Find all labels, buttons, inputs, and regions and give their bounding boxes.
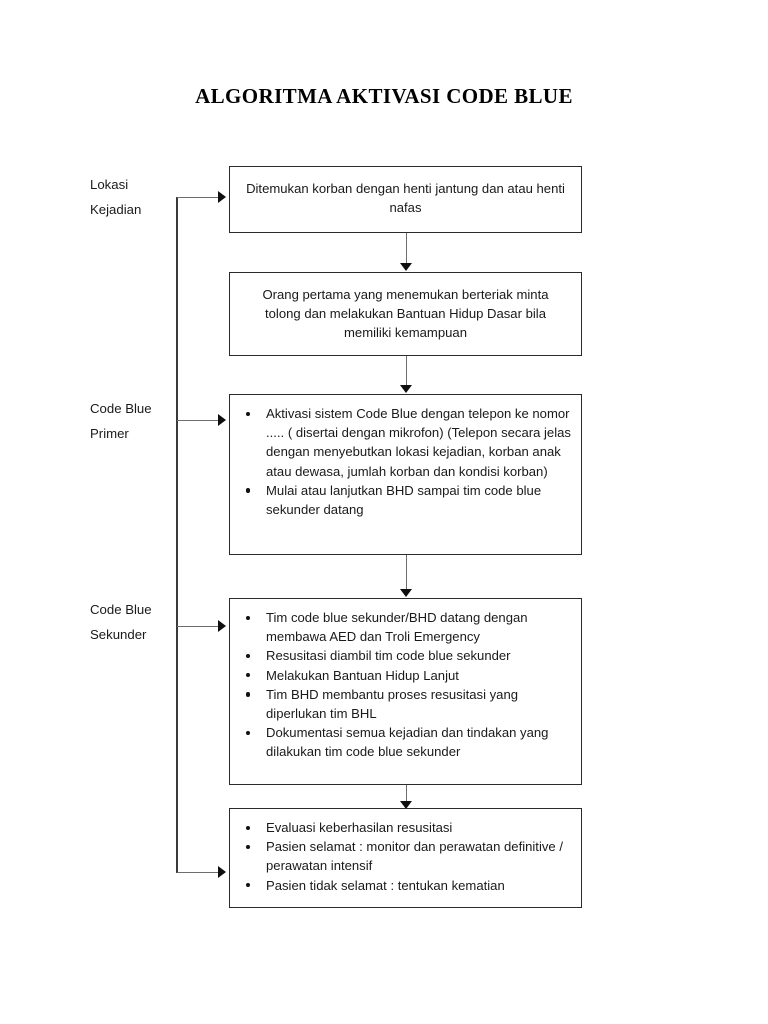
flow-box-2-text: Orang pertama yang menemukan berteriak m… <box>262 287 549 341</box>
list-item: Dokumentasi semua kejadian dan tindakan … <box>230 723 571 761</box>
bullet-icon <box>246 411 251 416</box>
stage-label-line-2: Primer <box>90 426 129 441</box>
connector-arrowhead-box2-box3 <box>400 385 412 393</box>
flow-box-1-text: Ditemukan korban dengan henti jantung da… <box>246 181 565 216</box>
list-item: Pasien tidak selamat : tentukan kematian <box>230 876 571 895</box>
list-item-text: Melakukan Bantuan Hidup Lanjut <box>266 667 459 683</box>
list-item: Evaluasi keberhasilan resusitasi <box>230 818 571 837</box>
stage-label-line-1: Lokasi <box>90 177 129 192</box>
stage-label-line-1: Code Blue <box>90 602 152 617</box>
list-item-text: Tim code blue sekunder/BHD datang dengan… <box>266 610 528 645</box>
connector-line-box1-box2 <box>406 233 408 265</box>
list-item-text: Tim BHD membantu proses resusitasi yang … <box>266 686 519 722</box>
page-title: ALGORITMA AKTIVASI CODE BLUE <box>195 84 573 108</box>
branch-line-to-box-5 <box>177 872 219 874</box>
connector-line-box3-box4 <box>406 555 408 590</box>
list-item: Mulai atau lanjutkan BHD sampai tim code… <box>230 481 571 519</box>
flow-box-4-list: Tim code blue sekunder/BHD datang dengan… <box>230 599 581 762</box>
list-item-text: Resusitasi diambil tim code blue sekunde… <box>266 648 511 664</box>
flow-box-5-list: Evaluasi keberhasilan resusitasi Pasien … <box>230 809 581 895</box>
branch-arrowhead-to-box-4 <box>218 620 226 632</box>
branch-line-to-box-4 <box>177 626 219 628</box>
list-item: Aktivasi sistem Code Blue dengan telepon… <box>230 404 571 481</box>
branch-line-to-box-3 <box>177 420 219 422</box>
list-item-text: Pasien tidak selamat : tentukan kematian <box>266 877 505 893</box>
connector-line-box2-box3 <box>406 356 408 386</box>
flow-box-1-korban-ditemukan: Ditemukan korban dengan henti jantung da… <box>229 166 582 233</box>
bullet-icon <box>246 673 251 678</box>
list-item: Melakukan Bantuan Hidup Lanjut <box>230 666 571 685</box>
flow-box-4-code-blue-sekunder: Tim code blue sekunder/BHD datang dengan… <box>229 598 582 785</box>
bullet-icon <box>246 653 251 659</box>
branch-arrowhead-to-box-5 <box>218 866 226 878</box>
bullet-icon <box>246 615 251 620</box>
connector-arrowhead-box1-box2 <box>400 263 412 271</box>
branch-arrowhead-to-box-1 <box>218 191 226 203</box>
stage-label-code-blue-primer: Code Blue Primer <box>90 396 220 446</box>
flow-box-3-code-blue-primer: Aktivasi sistem Code Blue dengan telepon… <box>229 394 582 555</box>
spine-vertical-line <box>176 197 179 873</box>
stage-label-code-blue-sekunder: Code Blue Sekunder <box>90 597 220 647</box>
list-item-text: Evaluasi keberhasilan resusitasi <box>266 820 453 835</box>
list-item-text: Aktivasi sistem Code Blue dengan telepon… <box>266 406 571 479</box>
bullet-icon <box>246 844 251 849</box>
stage-label-lokasi-kejadian: Lokasi Kejadian <box>90 172 220 222</box>
list-item: Tim code blue sekunder/BHD datang dengan… <box>230 608 571 646</box>
flow-box-3-list: Aktivasi sistem Code Blue dengan telepon… <box>230 395 581 519</box>
bullet-icon <box>246 825 251 830</box>
list-item-text: Dokumentasi semua kejadian dan tindakan … <box>266 725 549 760</box>
bullet-icon <box>246 730 251 735</box>
list-item-text: Mulai atau lanjutkan BHD sampai tim code… <box>266 482 542 518</box>
branch-line-to-box-1 <box>177 197 219 199</box>
branch-arrowhead-to-box-3 <box>218 414 226 426</box>
connector-line-box4-box5 <box>406 785 408 803</box>
list-item: Tim BHD membantu proses resusitasi yang … <box>230 685 571 723</box>
list-item: Resusitasi diambil tim code blue sekunde… <box>230 646 571 665</box>
list-item: Pasien selamat : monitor dan perawatan d… <box>230 837 571 875</box>
connector-arrowhead-box4-box5 <box>400 801 412 809</box>
stage-label-line-2: Sekunder <box>90 627 147 642</box>
list-item-text: Pasien selamat : monitor dan perawatan d… <box>266 839 563 874</box>
connector-arrowhead-box3-box4 <box>400 589 412 597</box>
bullet-icon <box>246 488 251 493</box>
flow-box-2-pertolongan-pertama: Orang pertama yang menemukan berteriak m… <box>229 272 582 356</box>
bullet-icon <box>246 883 251 888</box>
stage-label-line-2: Kejadian <box>90 202 142 217</box>
bullet-icon <box>246 692 251 697</box>
stage-label-line-1: Code Blue <box>90 401 152 416</box>
flow-box-5-evaluasi: Evaluasi keberhasilan resusitasi Pasien … <box>229 808 582 908</box>
